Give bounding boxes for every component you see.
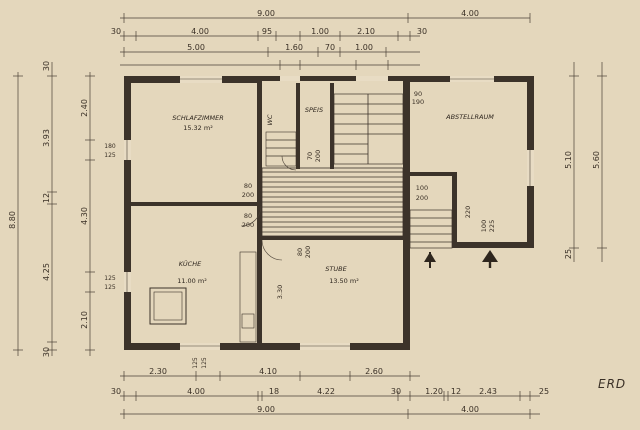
opening-15: 3.30	[276, 285, 284, 299]
dim-right-inner-0: 5.10	[564, 151, 573, 169]
opening-12: 100	[480, 220, 488, 232]
kitchen-counter	[239, 251, 257, 343]
dim-left-c3-0: 2.40	[80, 99, 89, 117]
room-name-kueche: KÜCHE	[179, 259, 202, 268]
dim-left-c2-4: 30	[42, 347, 51, 357]
kitchen-stove	[149, 287, 187, 325]
dim-top-r2-4: 2.10	[357, 27, 375, 36]
dim-bot-r2-6: 12	[451, 387, 461, 396]
right-dimension-lines	[569, 62, 607, 262]
dim-top-r3-3: 1.00	[355, 43, 373, 52]
opening-0: 90	[414, 90, 422, 98]
room-area-stube: 13.50 m²	[329, 277, 359, 285]
up-arrow-1-icon	[424, 252, 436, 268]
staircase-entrance	[409, 209, 453, 249]
room-name-schlafzimmer: SCHLAFZIMMER	[172, 114, 224, 122]
dim-bot-r2-7: 2.43	[479, 387, 497, 396]
dim-top-r2-0: 30	[111, 27, 121, 36]
dim-left-op-2: 125	[104, 275, 116, 282]
dim-left-c2-1: 3.93	[42, 129, 51, 147]
dim-bot-r2-3: 4.22	[317, 387, 335, 396]
dim-overall-top: 9.00	[257, 9, 275, 18]
dim-left-op-0: 180	[104, 143, 116, 150]
opening-9: 200	[304, 246, 312, 258]
wc-stair	[265, 131, 297, 167]
opening-3: 200	[242, 191, 254, 199]
dim-top-r3-1: 1.60	[285, 43, 303, 52]
dim-left-c3-1: 4.30	[80, 207, 89, 225]
room-name-speis: SPEIS	[305, 106, 323, 114]
dim-overall-left: 8.80	[8, 211, 17, 229]
room-name-abstellraum: ABSTELLRAUM	[445, 113, 494, 121]
dim-bot-r2-5: 1.20	[425, 387, 443, 396]
dim-left-c2-2: 12	[42, 193, 51, 203]
opening-1: 190	[412, 98, 424, 106]
top-dimension-lines	[120, 13, 531, 70]
dim-right-inner-1: 25	[564, 249, 573, 259]
staircase-main	[261, 167, 404, 237]
dim-bot-r1-2: 125	[201, 357, 208, 369]
dim-bot-r2-2: 18	[269, 387, 279, 396]
dim-extension-bottom: 4.00	[461, 405, 479, 414]
left-dimension-lines	[13, 62, 95, 356]
dim-bot-r1-0: 2.30	[149, 367, 167, 376]
dim-bot-r1-1: 125	[192, 357, 199, 369]
dim-top-r3-2: 70	[325, 43, 335, 52]
dim-left-op-3: 125	[104, 284, 116, 291]
dim-right-outer: 5.60	[592, 151, 601, 169]
opening-7: 200	[314, 150, 322, 162]
up-arrow-2-icon	[482, 250, 498, 268]
opening-8: 80	[296, 248, 304, 256]
room-name-wc: WC	[266, 114, 274, 125]
staircase-upper	[333, 93, 404, 165]
dim-top-r3-0: 5.00	[187, 43, 205, 52]
dim-bot-r2-4: 30	[391, 387, 401, 396]
dim-bot-r2-0: 30	[111, 387, 121, 396]
dim-bot-r2-8: 25	[539, 387, 549, 396]
opening-13: 225	[488, 220, 496, 232]
dim-top-r2-1: 4.00	[191, 27, 209, 36]
room-area-schlafzimmer: 15.32 m²	[183, 124, 213, 132]
dim-overall-bottom: 9.00	[257, 405, 275, 414]
dim-top-r2-2: 95	[262, 27, 272, 36]
drawing-title: ERD	[598, 377, 626, 391]
opening-11: 200	[416, 194, 428, 202]
opening-5: 200	[242, 221, 254, 229]
door-swings	[240, 155, 297, 261]
dim-top-r2-5: 30	[417, 27, 427, 36]
dim-bot-r2-1: 4.00	[187, 387, 205, 396]
opening-2: 80	[244, 182, 252, 190]
opening-10: 100	[416, 184, 428, 192]
dim-left-op-1: 125	[104, 152, 116, 159]
room-name-stube: STUBE	[325, 265, 347, 273]
dim-extension-top: 4.00	[461, 9, 479, 18]
bottom-dimension-lines	[120, 371, 540, 419]
dim-left-c2-3: 4.25	[42, 263, 51, 281]
windows	[124, 76, 534, 350]
opening-14: 220	[464, 206, 472, 218]
dim-top-r2-3: 1.00	[311, 27, 329, 36]
dim-bot-r1-4: 2.60	[365, 367, 383, 376]
opening-6: 70	[306, 152, 314, 160]
dim-bot-r1-3: 4.10	[259, 367, 277, 376]
dim-left-c2-0: 30	[42, 61, 51, 71]
dim-left-c3-2: 2.10	[80, 311, 89, 329]
room-area-kueche: 11.00 m²	[177, 277, 207, 285]
opening-4: 80	[244, 212, 252, 220]
